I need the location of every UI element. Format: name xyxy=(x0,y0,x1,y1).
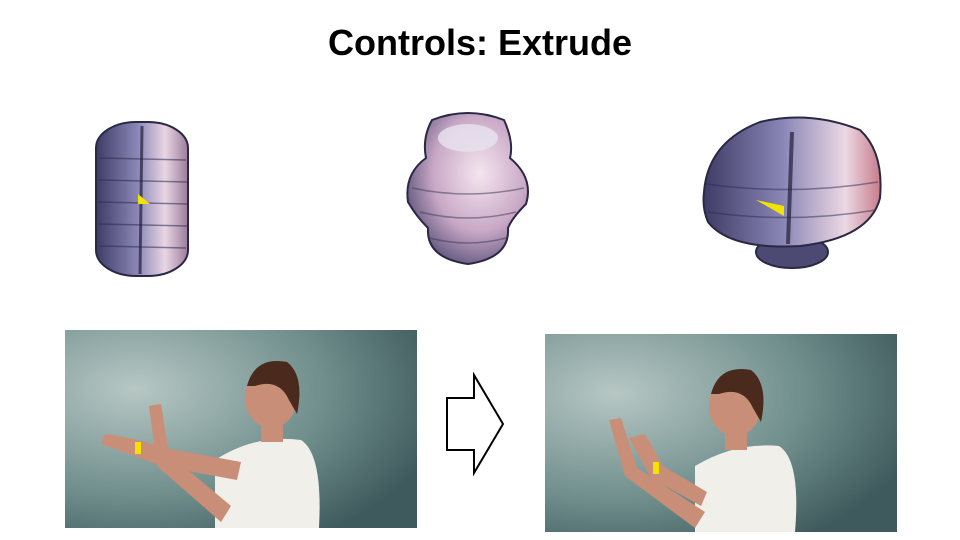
marker-icon xyxy=(138,194,150,204)
slide-title: Controls: Extrude xyxy=(327,22,632,63)
rounded-shape xyxy=(406,112,529,266)
bulged-shape xyxy=(702,116,882,269)
right-arrow-icon xyxy=(446,372,505,476)
gesture-photo-after xyxy=(545,334,897,532)
marker-icon xyxy=(756,200,784,216)
gesture-photo-before xyxy=(65,330,417,528)
cylinder-shape xyxy=(95,121,189,277)
